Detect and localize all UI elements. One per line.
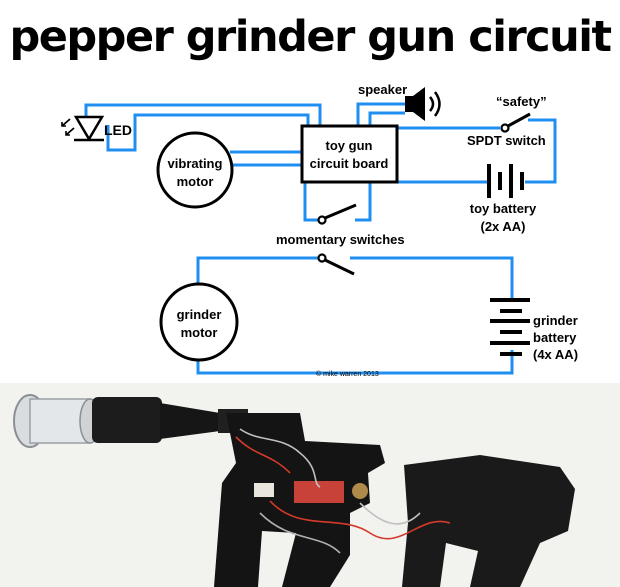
momentary-switches-label: momentary switches — [276, 232, 405, 247]
led-symbol-icon — [61, 115, 105, 142]
page-title: pepper grinder gun circuit — [9, 12, 612, 62]
momentary-switch-1-icon — [317, 203, 357, 225]
speaker-label: speaker — [358, 82, 407, 97]
vibrating-motor-label-line2: motor — [177, 174, 214, 189]
grinder-motor-label-line2: motor — [181, 325, 218, 340]
grinder-cone — [160, 403, 220, 439]
grinder-battery-icon — [490, 298, 530, 356]
wires — [84, 102, 557, 375]
wire-momentary-left — [303, 182, 318, 222]
vibrating-motor — [156, 131, 234, 209]
wire-speaker-2 — [368, 111, 405, 126]
wire-speaker-1 — [356, 102, 405, 126]
wire-momentary-right — [355, 182, 372, 222]
circuit-diagram: LED vibrating motor toy gun circuit boar… — [61, 82, 578, 378]
wire-grinder-top-right — [350, 256, 514, 298]
led-label: LED — [104, 122, 132, 138]
spdt-switch-icon — [500, 112, 531, 133]
circuit-board-label-line2: circuit board — [310, 156, 389, 171]
grinder-motor — [159, 282, 239, 362]
wire-grinder-top — [196, 256, 318, 290]
toy-battery-label-line1: toy battery — [470, 201, 537, 216]
circuit-board-label-line1: toy gun — [326, 138, 373, 153]
grinder-battery-label-line3: (4x AA) — [533, 347, 578, 362]
grinder-battery-label-line2: battery — [533, 330, 577, 345]
photo-circuit-board — [294, 481, 344, 503]
toy-battery-icon — [487, 164, 524, 198]
speaker-icon — [405, 87, 441, 121]
photo-illustration — [0, 383, 620, 587]
gun-half-right — [402, 455, 575, 587]
wire-led-bottom — [106, 113, 310, 152]
wire-grinder-bottom — [196, 350, 514, 375]
wire-safety-right — [525, 118, 557, 184]
credit-text: © mike warren 2013 — [316, 370, 379, 378]
toy-battery-label-line2: (2x AA) — [480, 219, 525, 234]
grinder-battery-label-line1: grinder — [533, 313, 578, 328]
circuit-board — [300, 124, 399, 184]
grinder-motor-label-line1: grinder — [177, 307, 222, 322]
pepper-grinder-gun-photo — [0, 383, 620, 587]
momentary-switch-2-icon — [317, 253, 355, 276]
grinder-barrel — [92, 397, 162, 443]
vibrating-motor-label-line1: vibrating — [168, 156, 223, 171]
wire-led-top — [84, 103, 322, 127]
safety-label: “safety” — [496, 94, 547, 109]
spdt-switch-label: SPDT switch — [467, 133, 546, 148]
